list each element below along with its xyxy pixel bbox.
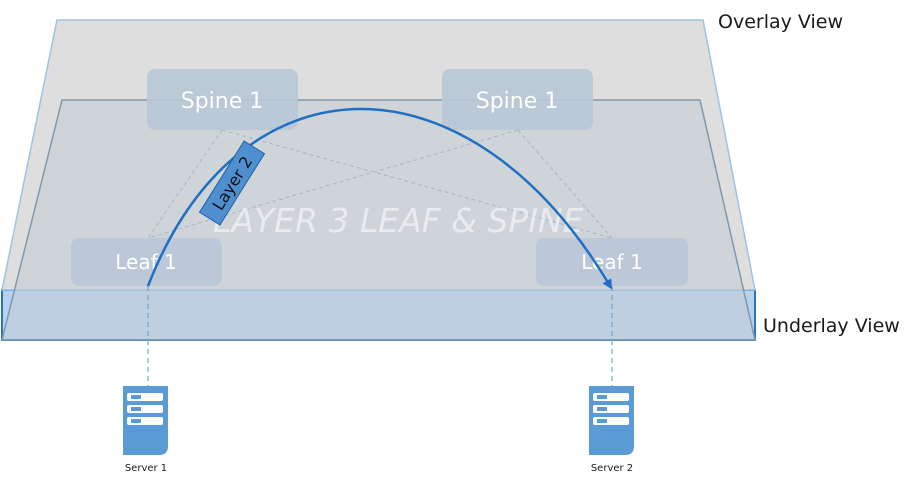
server-links [147, 286, 613, 386]
leaf-right-label: Leaf 1 [581, 250, 642, 274]
server-2-label: Server 2 [591, 463, 633, 474]
server-1-icon[interactable] [123, 386, 168, 455]
spine-left-label: Spine 1 [181, 89, 264, 114]
fabric-links [147, 129, 613, 239]
server-2-icon[interactable] [589, 386, 634, 455]
spine-node-right[interactable]: Spine 1 [442, 69, 593, 130]
leaf-node-right[interactable]: Leaf 1 [536, 238, 688, 286]
underlay-view-label: Underlay View [763, 315, 900, 337]
spine-right-label: Spine 1 [476, 89, 559, 114]
leaf-node-left[interactable]: Leaf 1 [71, 238, 222, 286]
overlay-view-label: Overlay View [718, 11, 843, 33]
leaf-left-label: Leaf 1 [115, 250, 176, 274]
layer2-tunnel-arrow [146, 107, 613, 290]
fabric-label: LAYER 3 LEAF & SPINE [213, 201, 584, 240]
server-1-label: Server 1 [125, 463, 167, 474]
spine-node-left[interactable]: Spine 1 [147, 69, 298, 130]
